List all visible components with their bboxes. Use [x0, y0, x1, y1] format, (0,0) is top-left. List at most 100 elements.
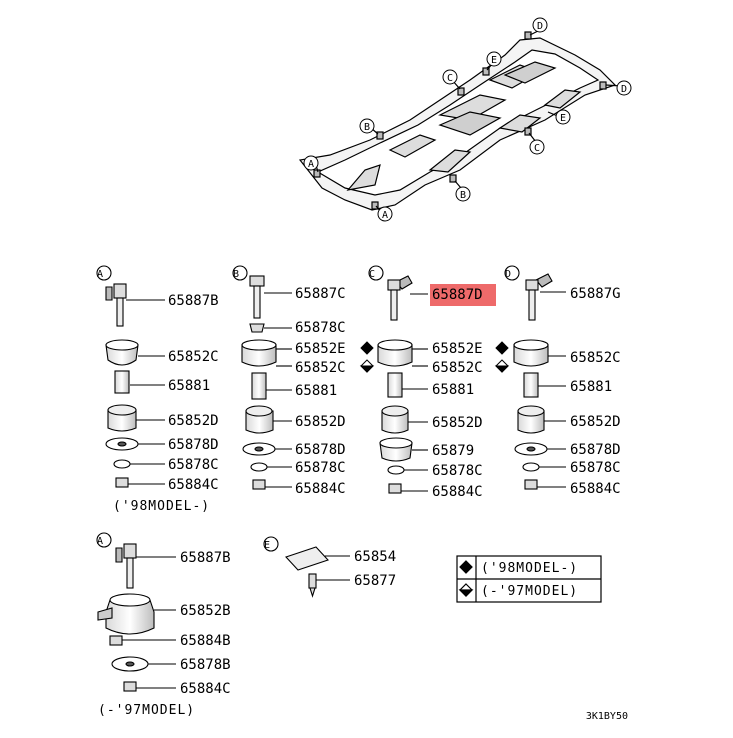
part-number[interactable]: 65877	[354, 573, 396, 589]
section-d	[504, 265, 566, 490]
bolt-shank-icon	[390, 289, 398, 321]
frame-marker[interactable]	[359, 118, 375, 134]
part-number[interactable]: 65887G	[570, 286, 621, 302]
part-number[interactable]: 65852E	[295, 341, 346, 357]
frame-marker[interactable]	[442, 69, 458, 85]
part-number[interactable]: 65854	[354, 549, 396, 565]
part-number[interactable]: 65878B	[180, 657, 231, 673]
part-number[interactable]: 65881	[168, 378, 210, 394]
part-number[interactable]: 65881	[295, 383, 337, 399]
part-number[interactable]: 65878D	[570, 442, 621, 458]
nut-icon	[252, 479, 266, 490]
small-washer-icon	[522, 462, 540, 472]
bushing-lower-icon	[381, 410, 409, 434]
part-number[interactable]: 65887C	[295, 286, 346, 302]
section-marker	[368, 265, 384, 281]
part-number[interactable]: 65852C	[432, 360, 483, 376]
part-number[interactable]: 65878C	[295, 320, 346, 336]
bushing-lower-icon	[517, 410, 545, 434]
section-a-97	[96, 532, 176, 692]
model-caption: ('98MODEL-)	[113, 499, 210, 514]
bolt-head-icon	[123, 543, 137, 559]
bolt-shank-icon	[126, 557, 134, 589]
part-number[interactable]: 65852B	[180, 603, 231, 619]
section-b	[232, 265, 292, 490]
part-number-selected[interactable]: 65887D	[432, 287, 483, 303]
section-a-98	[96, 265, 165, 488]
frame-marker[interactable]	[529, 139, 545, 155]
nut-icon	[524, 479, 538, 490]
part-number[interactable]: 65887B	[180, 550, 231, 566]
bracket-icon	[115, 547, 123, 563]
diagram-code: 3K1BY50	[586, 711, 628, 722]
section-marker-label: E	[264, 540, 270, 551]
part-number[interactable]: 65884C	[180, 681, 231, 697]
part-number[interactable]: 65852D	[432, 415, 483, 431]
part-number[interactable]: 65878C	[168, 457, 219, 473]
frame-marker[interactable]	[555, 109, 571, 125]
model-caption: (-'97MODEL)	[98, 703, 195, 718]
section-marker	[96, 265, 112, 281]
frame-marker-label: B	[460, 190, 466, 201]
part-number[interactable]: 65878C	[295, 460, 346, 476]
chassis-frame-illustration	[298, 29, 622, 213]
part-number[interactable]: 65878D	[295, 442, 346, 458]
small-washer-icon	[250, 462, 268, 472]
bushing-upper-icon	[377, 344, 413, 367]
legend-box	[456, 555, 602, 603]
section-marker	[504, 265, 520, 281]
frame-marker-label: D	[621, 84, 627, 95]
section-e	[263, 536, 350, 598]
part-number[interactable]: 65884C	[570, 481, 621, 497]
part-number[interactable]: 65852D	[295, 414, 346, 430]
frame-marker[interactable]	[455, 186, 471, 202]
part-number[interactable]: 65852E	[432, 341, 483, 357]
frame-marker-label: A	[382, 210, 388, 221]
frame-marker[interactable]	[486, 51, 502, 67]
bolt-shank-icon	[528, 289, 536, 321]
part-number[interactable]: 65852C	[295, 360, 346, 376]
bolt-head-icon	[525, 279, 539, 291]
frame-marker[interactable]	[377, 206, 393, 222]
part-number[interactable]: 65879	[432, 443, 474, 459]
frame-marker-label: E	[560, 113, 566, 124]
bushing-upper-icon	[513, 344, 549, 367]
black-diamond-icon	[495, 341, 509, 355]
part-number[interactable]: 65878C	[570, 460, 621, 476]
section-marker-label: C	[369, 269, 375, 280]
bushing-upper-icon	[241, 344, 277, 367]
part-number[interactable]: 65852D	[570, 414, 621, 430]
bolt-head-icon	[387, 279, 401, 291]
part-number[interactable]: 65881	[570, 379, 612, 395]
part-number[interactable]: 65878D	[168, 437, 219, 453]
black-diamond-icon	[360, 341, 374, 355]
bracket-icon	[105, 286, 113, 301]
frame-marker-label: B	[364, 122, 370, 133]
frame-markers	[303, 17, 632, 222]
part-number[interactable]: 65884B	[180, 633, 231, 649]
small-washer-icon	[387, 465, 405, 475]
part-number[interactable]: 65884C	[295, 481, 346, 497]
small-washer-icon	[113, 459, 131, 469]
part-number[interactable]: 65884C	[432, 484, 483, 500]
frame-marker[interactable]	[303, 155, 319, 171]
bracket-icon	[535, 273, 553, 288]
frame-marker-label: A	[308, 159, 314, 170]
highlighted-part[interactable]	[430, 284, 496, 306]
section-marker	[232, 265, 248, 281]
part-number[interactable]: 65852D	[168, 413, 219, 429]
part-number[interactable]: 65887B	[168, 293, 219, 309]
spacer-icon	[387, 372, 403, 398]
screw-icon	[308, 573, 317, 589]
section-marker-label: D	[505, 269, 511, 280]
section-marker-label: A	[97, 536, 103, 547]
part-number[interactable]: 65852C	[570, 350, 621, 366]
part-number[interactable]: 65884C	[168, 477, 219, 493]
part-number[interactable]: 65881	[432, 382, 474, 398]
part-number[interactable]: 65878C	[432, 463, 483, 479]
frame-marker[interactable]	[532, 17, 548, 33]
frame-marker-label: C	[447, 73, 453, 84]
part-number[interactable]: 65852C	[168, 349, 219, 365]
frame-marker[interactable]	[616, 80, 632, 96]
frame-marker-label: D	[537, 21, 543, 32]
